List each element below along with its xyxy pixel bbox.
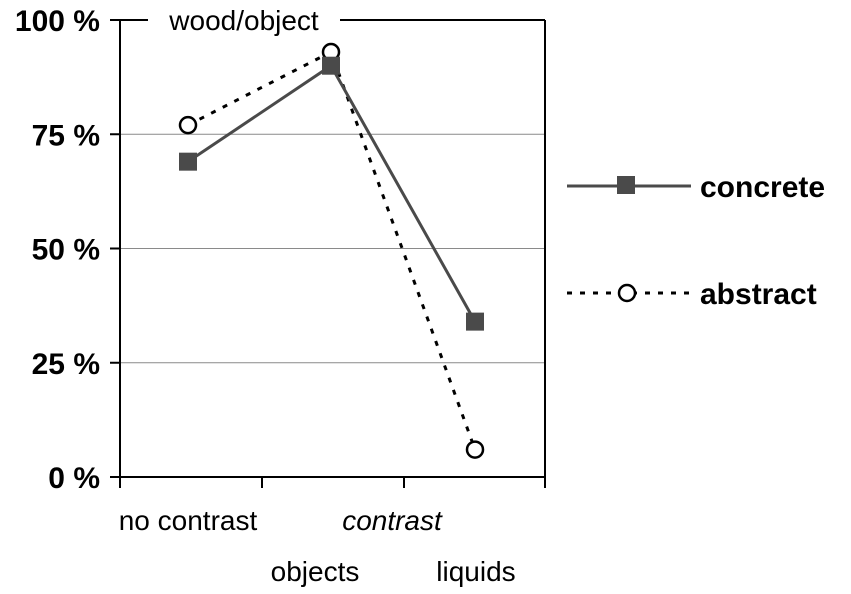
legend-marker-concrete — [617, 176, 635, 194]
x-category-label-objects: objects — [271, 556, 360, 587]
legend-entry-concrete: concrete — [567, 171, 825, 204]
data-point-concrete — [466, 312, 484, 331]
data-point-concrete — [322, 56, 340, 75]
chart-title-text: wood/object — [168, 5, 319, 36]
series — [178, 42, 485, 459]
gridlines — [120, 133, 545, 364]
chart-title: wood/object — [148, 4, 340, 36]
x-group-label-contrast: contrast — [342, 505, 443, 536]
x-category-labels: no contrast contrast objects liquids — [119, 505, 516, 587]
axes — [110, 19, 546, 488]
series-abstract — [178, 42, 485, 459]
legend-label-abstract: abstract — [700, 278, 817, 311]
series-line-abstract — [187, 49, 477, 451]
series-concrete — [179, 56, 484, 331]
legend-marker-abstract — [617, 283, 637, 303]
x-category-label-no-contrast: no contrast — [119, 505, 258, 536]
x-category-label-liquids: liquids — [436, 556, 515, 587]
data-point-abstract — [178, 115, 198, 135]
y-tick-label: 100 % — [15, 5, 100, 38]
y-tick-label: 0 % — [48, 462, 100, 495]
legend-entry-abstract: abstract — [567, 278, 817, 311]
y-tick-labels: 0 % 25 % 50 % 75 % 100 % — [15, 5, 100, 495]
y-tick-label: 50 % — [32, 234, 100, 267]
legend: concrete abstract — [567, 171, 825, 311]
y-tick-label: 75 % — [32, 119, 100, 152]
legend-label-concrete: concrete — [700, 171, 825, 204]
y-tick-label: 25 % — [32, 348, 100, 381]
data-point-abstract — [465, 440, 485, 459]
data-point-concrete — [179, 152, 197, 171]
series-line-concrete — [187, 63, 477, 323]
